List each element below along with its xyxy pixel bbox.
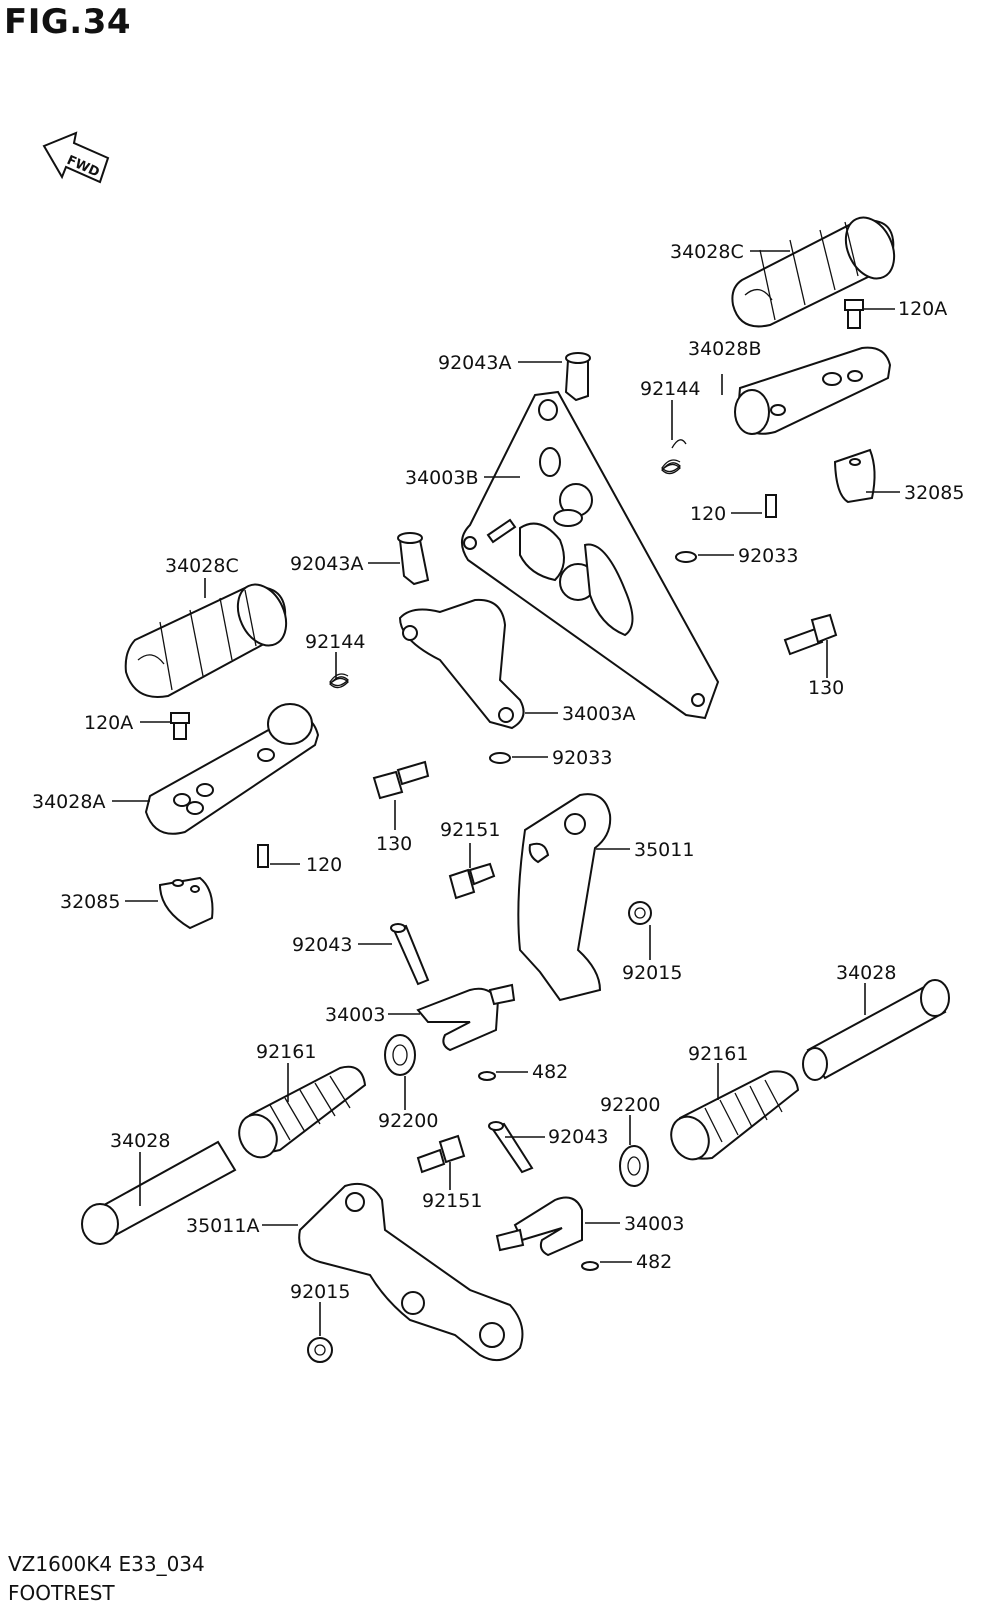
spring-92144-right: [661, 439, 687, 475]
bolt-120a-right: [844, 299, 864, 329]
part-label: 92015: [622, 962, 682, 984]
footrest-stopper-left: [158, 876, 214, 930]
part-label: 120: [690, 503, 726, 525]
part-label: 92151: [440, 819, 500, 841]
footrest-plate-34003a: [398, 598, 525, 730]
bolt-92151-lower: [416, 1134, 466, 1174]
part-label: 482: [636, 1251, 672, 1273]
part-label: 482: [532, 1061, 568, 1083]
figure-code: VZ1600K4 E33_034: [8, 1552, 205, 1576]
leader-lines: [112, 250, 900, 1336]
part-label: 32085: [904, 482, 964, 504]
part-label: 130: [808, 677, 844, 699]
part-label: 120A: [84, 712, 133, 734]
nut-92015-lower: [307, 1337, 333, 1363]
part-label: 34028: [110, 1130, 170, 1152]
part-label: 34003A: [562, 703, 635, 725]
bolt-120-right: [765, 494, 777, 518]
washer-92033-left: [489, 752, 511, 764]
washer-92033-right: [675, 551, 697, 563]
clip-482-upper: [478, 1071, 496, 1081]
footrest-rubber-92161-right: [670, 1070, 800, 1161]
part-label: 92144: [305, 631, 365, 653]
part-label: 92144: [640, 378, 700, 400]
bolt-130-left: [372, 760, 430, 800]
forward-arrow-icon: FWD: [42, 131, 110, 184]
footrest-34003-lower: [495, 1196, 583, 1257]
part-label: 92015: [290, 1281, 350, 1303]
pin-92043-lower: [488, 1121, 534, 1174]
footrest-stopper-right: [833, 448, 876, 504]
bolt-130-right: [783, 613, 838, 656]
part-label: 34028C: [165, 555, 239, 577]
part-label: 34003: [624, 1213, 684, 1235]
part-label: 92033: [552, 747, 612, 769]
part-label: 92151: [422, 1190, 482, 1212]
washer-92200-right: [619, 1145, 649, 1187]
part-labels: 34028C 120A 92043A 34028B 92144 34003B 3…: [32, 241, 964, 1303]
part-label: 34003: [325, 1004, 385, 1026]
part-label: 92161: [256, 1041, 316, 1063]
part-label: 32085: [60, 891, 120, 913]
footrest-holder-35011a: [298, 1182, 524, 1362]
rider-footrest-rubber-left: [124, 583, 288, 698]
part-label: 120A: [898, 298, 947, 320]
part-label: 35011: [634, 839, 694, 861]
figure-name: FOOTREST: [8, 1581, 115, 1605]
part-label: 130: [376, 833, 412, 855]
figure-title: FIG.34: [4, 2, 132, 42]
part-label: 120: [306, 854, 342, 876]
bolt-92151-upper: [448, 862, 496, 900]
part-label: 92043: [292, 934, 352, 956]
clip-482-lower: [581, 1261, 599, 1271]
footrest-plate-34003b: [461, 390, 720, 720]
part-label: 34028C: [670, 241, 744, 263]
footrest-34003-upper: [416, 983, 516, 1052]
pin-92043a-left: [397, 532, 430, 586]
spring-92144-left: [329, 673, 349, 689]
footrest-holder-35011: [517, 793, 612, 1002]
rider-footrest-rubber-right: [731, 216, 896, 328]
pin-92043-upper: [390, 923, 430, 986]
part-label: 34028: [836, 962, 896, 984]
part-label: 92043: [548, 1126, 608, 1148]
part-label: 92161: [688, 1043, 748, 1065]
part-label: 35011A: [186, 1215, 259, 1237]
bolt-120-left: [257, 844, 269, 868]
part-label: 92200: [378, 1110, 438, 1132]
footrest-bracket-right: [734, 346, 892, 435]
nut-92015-upper: [628, 901, 652, 925]
washer-92200-left: [384, 1034, 416, 1076]
pin-92043a-right: [564, 352, 591, 402]
footrest-bar-34028-right: [802, 979, 950, 1081]
part-label: 34003B: [405, 467, 478, 489]
part-label: 92033: [738, 545, 798, 567]
footrest-bracket-left: [144, 703, 320, 835]
footrest-bar-34028-left: [81, 1140, 237, 1245]
part-label: 92200: [600, 1094, 660, 1116]
part-label: 92043A: [438, 352, 511, 374]
part-label: 34028A: [32, 791, 105, 813]
bolt-120a-left: [170, 712, 190, 740]
part-label: 34028B: [688, 338, 761, 360]
part-label: 92043A: [290, 553, 363, 575]
footrest-rubber-92161-left: [238, 1065, 367, 1159]
